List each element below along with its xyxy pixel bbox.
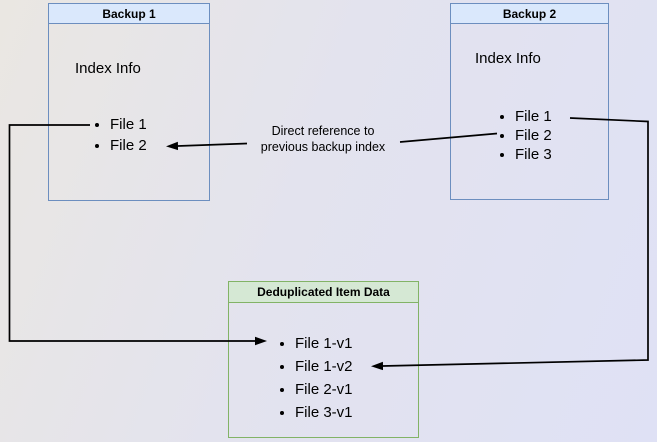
backup1-file-list: File 1File 2: [49, 115, 147, 156]
backup2-file-list: File 1File 2File 3: [451, 107, 552, 164]
list-item: File 1: [110, 115, 147, 136]
backup2-subtitle: Index Info: [475, 50, 541, 67]
backup1-node: Backup 1 Index Info File 1File 2: [48, 3, 210, 201]
list-item: File 1-v2: [295, 355, 353, 378]
list-item: File 3-v1: [295, 401, 353, 424]
backup1-header: Backup 1: [49, 4, 209, 24]
dedup-node: Deduplicated Item Data File 1-v1File 1-v…: [228, 281, 419, 438]
backup1-title: Backup 1: [102, 6, 156, 21]
list-item: File 2: [110, 136, 147, 157]
list-item: File 1: [515, 107, 552, 126]
dedup-title: Deduplicated Item Data: [257, 285, 390, 299]
list-item: File 3: [515, 145, 552, 164]
backup1-subtitle: Index Info: [75, 60, 141, 77]
dedup-file-list: File 1-v1File 1-v2File 2-v1File 3-v1: [229, 332, 353, 424]
list-item: File 2-v1: [295, 378, 353, 401]
backup2-header: Backup 2: [451, 4, 608, 24]
direct-reference-label: Direct reference to previous backup inde…: [260, 124, 386, 154]
list-item: File 1-v1: [295, 332, 353, 355]
backup2-node: Backup 2 Index Info File 1File 2File 3: [450, 3, 609, 200]
dedup-header: Deduplicated Item Data: [229, 282, 418, 303]
list-item: File 2: [515, 126, 552, 145]
backup2-title: Backup 2: [502, 6, 557, 21]
